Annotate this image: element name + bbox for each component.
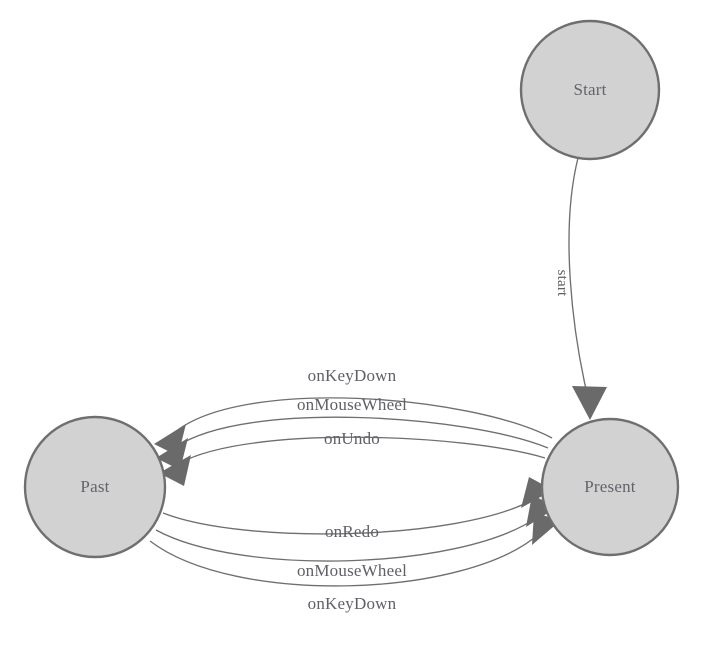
- node-start[interactable]: Start: [519, 19, 661, 161]
- edge-present-to-past-onundo-path: [179, 436, 546, 464]
- arrowhead-past-to-present-onredo: [521, 477, 553, 508]
- edge-label-start: start: [554, 270, 570, 297]
- node-start-label: Start: [573, 80, 606, 99]
- node-start-circle: [519, 19, 661, 161]
- edge-label-past-present-onmousewheel: onMouseWheel: [297, 561, 407, 580]
- node-present-label: Present: [584, 477, 636, 496]
- node-past[interactable]: Past: [23, 415, 167, 559]
- node-past-label: Past: [80, 477, 109, 496]
- edge-past-to-present-onkeydown-path: [149, 532, 541, 587]
- edge-start-to-present[interactable]: start: [554, 157, 607, 420]
- edge-label-present-past-onundo: onUndo: [324, 429, 380, 448]
- arrowhead-present-to-past-onundo: [159, 455, 191, 486]
- edge-label-past-present-onkeydown: onKeyDown: [308, 594, 397, 613]
- edge-past-to-present-onredo[interactable]: onRedo: [162, 477, 553, 541]
- edge-present-to-past-onkeydown-path: [173, 397, 553, 439]
- node-present-circle: [540, 417, 680, 557]
- edge-label-present-past-onmousewheel: onMouseWheel: [297, 395, 407, 414]
- node-present[interactable]: Present: [540, 417, 680, 557]
- edge-label-past-present-onredo: onRedo: [325, 522, 379, 541]
- edge-past-to-present-onmousewheel-path: [155, 517, 537, 562]
- edge-label-present-past-onkeydown: onKeyDown: [308, 366, 397, 385]
- edge-start-to-present-path: [568, 157, 589, 399]
- edge-present-to-past-onmousewheel-path: [175, 416, 549, 449]
- edge-present-to-past-onundo[interactable]: onUndo: [159, 429, 546, 486]
- edge-past-to-present-onredo-path: [162, 499, 533, 535]
- node-past-circle: [23, 415, 167, 559]
- arrowhead-start-to-present: [572, 386, 607, 420]
